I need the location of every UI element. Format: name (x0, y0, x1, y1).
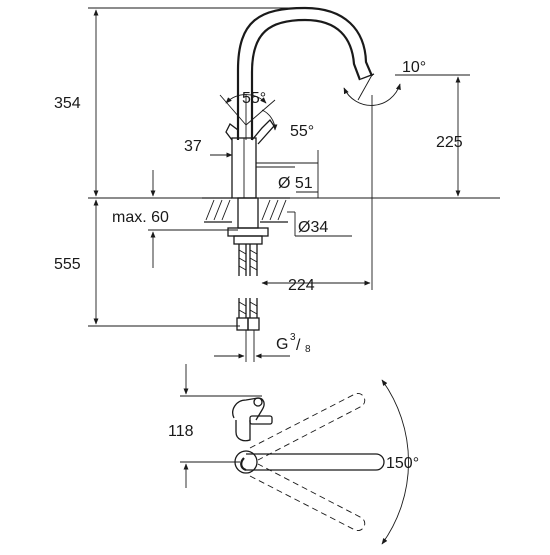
dimension-total-height: 354 (54, 9, 99, 197)
faucet-plan-view (232, 393, 385, 531)
lever-offset-label: 37 (184, 138, 202, 155)
max-counter-label: max. 60 (112, 209, 169, 226)
lever-angle-a-label: 55° (242, 90, 266, 107)
dimension-swivel-angle: 150° (381, 379, 419, 545)
dimension-connection-thread: G 3 / 8 (214, 332, 311, 359)
plan-depth-label: 118 (168, 423, 194, 440)
dimension-plan-depth: 118 (168, 364, 262, 488)
connection-base-label: G (276, 336, 288, 353)
dimension-below-counter: 555 (54, 199, 99, 325)
spout-tilt-label: 10° (402, 59, 426, 76)
dimension-max-counter: max. 60 (112, 170, 238, 268)
dimension-spout-reach: 224 (261, 277, 371, 294)
svg-text:/: / (296, 337, 301, 354)
below-counter-label: 555 (54, 256, 81, 273)
dimension-base-diameter: Ø 51 (256, 150, 319, 198)
spout-reach-label: 224 (288, 277, 315, 294)
hole-diameter-label: Ø34 (298, 219, 328, 236)
faucet-body (225, 6, 375, 331)
connection-sup-label: 3 (290, 332, 296, 343)
dimension-spout-tilt: 10° (343, 59, 426, 106)
dimension-hole-diameter: Ø34 (287, 211, 352, 237)
countertop-section (202, 197, 290, 223)
dimension-lever-offset: 37 (184, 138, 233, 160)
extension-lines (88, 7, 500, 362)
dimension-spout-height: 225 (436, 76, 463, 197)
spout-height-label: 225 (436, 134, 463, 151)
dimension-lever-angles: 55° 55° (219, 90, 314, 140)
total-height-label: 354 (54, 95, 81, 112)
lever-angle-b-label: 55° (290, 123, 314, 140)
connection-sub-label: 8 (305, 344, 311, 355)
base-diameter-label: Ø 51 (278, 175, 313, 192)
swivel-angle-label: 150° (386, 455, 419, 472)
